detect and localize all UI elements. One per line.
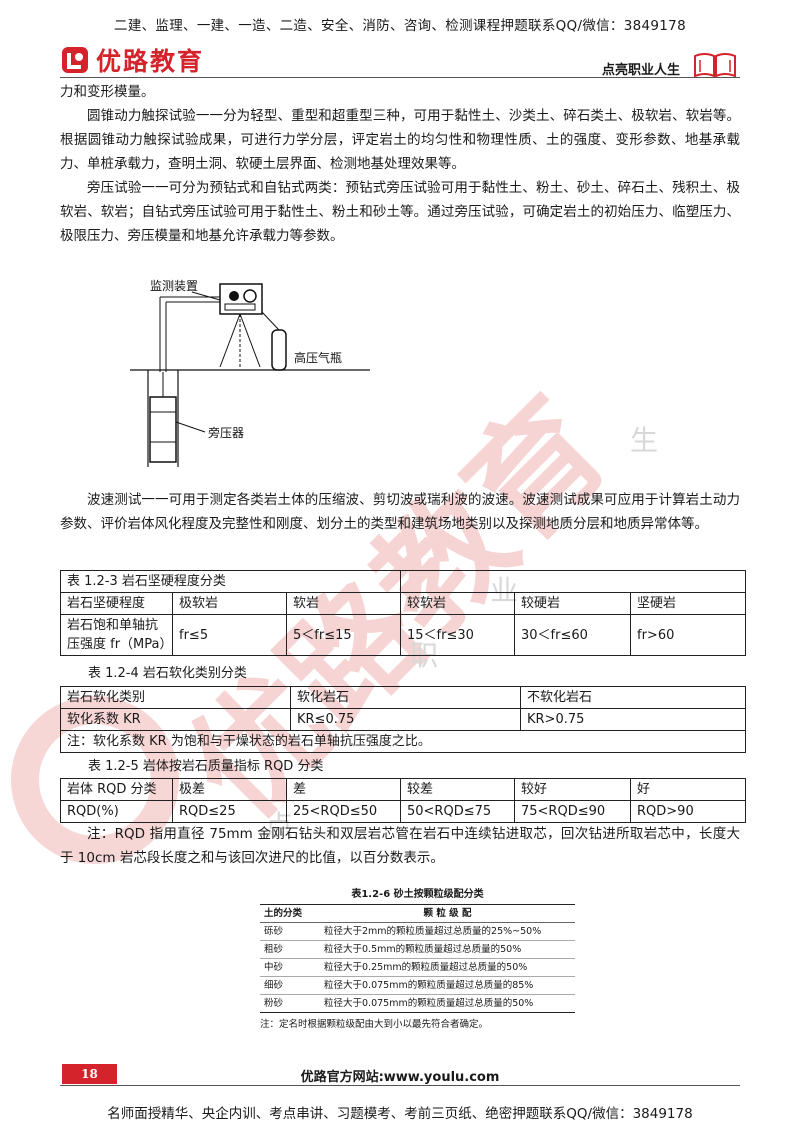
website-link[interactable]: 优路官方网站:www.youlu.com xyxy=(300,1070,500,1085)
table-cell: 细砂 xyxy=(260,976,320,995)
table-cell: 粒径大于0.075mm的颗粒质量超过总质量的50% xyxy=(320,994,575,1013)
table-cell: 不软化岩石 xyxy=(520,686,746,709)
table-cell: 砾砂 xyxy=(260,922,320,941)
table-cell: 好 xyxy=(630,778,746,801)
table-cell: RQD(%) xyxy=(60,800,173,823)
table-cell: 岩石软化类别 xyxy=(60,686,291,709)
table-cell: 软岩 xyxy=(286,592,401,615)
rock-hardness-table: 表 1.2-3 岩石坚硬程度分类 岩石坚硬程度 极软岩 软岩 较软岩 较硬岩 坚… xyxy=(60,570,746,656)
paragraph: 波速测试一一可用于测定各类岩土体的压缩波、剪切波或瑞利波的波速。波速测试成果可应… xyxy=(60,492,740,532)
table-cell: 30＜fr≤60 xyxy=(514,614,631,656)
page-number: 18 xyxy=(62,1064,117,1084)
rqd-table: 岩体 RQD 分类 极差 差 较差 较好 好 RQD(%) RQD≤25 25<… xyxy=(60,778,746,823)
table-cell: 较硬岩 xyxy=(514,592,631,615)
rqd-note: 注：RQD 指用直径 75mm 金刚石钻头和双层岩芯管在岩石中连续钻进取芯，回次… xyxy=(60,822,740,870)
table-header: 颗 粒 级 配 xyxy=(320,904,575,923)
table-cell: 软化系数 KR xyxy=(60,708,291,731)
footer-divider xyxy=(60,1085,740,1086)
table-cell: RQD≤25 xyxy=(172,800,287,823)
top-banner: 二建、监理、一建、一造、二造、安全、消防、咨询、检测课程押题联系QQ/微信：38… xyxy=(114,18,686,34)
table-cell: 较软岩 xyxy=(400,592,515,615)
logo: 优路教育 xyxy=(60,42,204,78)
table-caption: 表 1.2-4 岩石软化类别分类 xyxy=(88,666,247,681)
table-cell: 软化岩石 xyxy=(290,686,521,709)
table-cell: 中砂 xyxy=(260,958,320,977)
table-cell: 15＜fr≤30 xyxy=(400,614,515,656)
table-cell: 粉砂 xyxy=(260,994,320,1013)
probe xyxy=(149,396,177,463)
table-caption: 表1.2-6 砂土按颗粒级配分类 xyxy=(351,889,484,900)
table-cell: 75<RQD≤90 xyxy=(514,800,631,823)
bottom-banner: 名师面授精华、央企内训、考点串讲、习题模考、考前三页纸、绝密押题联系QQ/微信：… xyxy=(107,1106,693,1122)
paragraph: 注：RQD 指用直径 75mm 金刚石钻头和双层岩芯管在岩石中连续钻进取芯，回次… xyxy=(60,826,740,866)
table-cell: 较好 xyxy=(514,778,631,801)
table-title-empty xyxy=(400,570,746,593)
table-cell: 岩石饱和单轴抗压强度 fr（MPa） xyxy=(60,614,173,656)
page-header: 优路教育 点亮职业人生 xyxy=(60,40,740,80)
table-cell: KR≤0.75 xyxy=(290,708,521,731)
table-cell: 岩石坚硬程度 xyxy=(60,592,173,615)
table-cell: fr≤5 xyxy=(172,614,287,656)
table-note: 注：软化系数 KR 为饱和与干燥状态的岩石单轴抗压强度之比。 xyxy=(60,730,746,753)
table-cell: 粗砂 xyxy=(260,940,320,959)
table-cell: 25<RQD≤50 xyxy=(286,800,401,823)
paragraph: 力和变形模量。 xyxy=(60,84,155,100)
rock-softening-table: 岩石软化类别 软化岩石 不软化岩石 软化系数 KR KR≤0.75 KR>0.7… xyxy=(60,686,746,753)
table-cell: 极差 xyxy=(172,778,287,801)
figure-label-gas: 高压气瓶 xyxy=(294,350,342,365)
table-cell: 坚硬岩 xyxy=(630,592,746,615)
figure-label-probe: 旁压器 xyxy=(208,425,244,440)
table-cell: 5＜fr≤15 xyxy=(286,614,401,656)
table-cell: KR>0.75 xyxy=(520,708,746,731)
table-cell: 较差 xyxy=(400,778,515,801)
slogan: 点亮职业人生 xyxy=(601,63,680,78)
body-text: 力和变形模量。 圆锥动力触探试验一一分为轻型、重型和超重型三种，可用于黏性土、沙… xyxy=(60,80,740,248)
table-cell: 极软岩 xyxy=(172,592,287,615)
header-divider xyxy=(60,77,740,78)
sand-grading-table: 表1.2-6 砂土按颗粒级配分类 土的分类 颗 粒 级 配 砾砂 粒径大于2mm… xyxy=(260,885,575,1030)
book-icon xyxy=(694,53,736,78)
table-cell: 粒径大于0.25mm的颗粒质量超过总质量的50% xyxy=(320,958,575,977)
table-title: 表 1.2-3 岩石坚硬程度分类 xyxy=(60,570,401,593)
paragraph: 旁压试验一一可分为预钻式和自钻式两类：预钻式旁压试验可用于黏性土、粉土、砂土、碎… xyxy=(60,180,740,244)
logo-text: 优路教育 xyxy=(96,47,205,76)
table-cell: RQD>90 xyxy=(630,800,746,823)
table-cell: 50<RQD≤75 xyxy=(400,800,515,823)
table-cell: 粒径大于0.075mm的颗粒质量超过总质量的85% xyxy=(320,976,575,995)
table-header: 土的分类 xyxy=(260,904,320,923)
table-caption: 表 1.2-5 岩体按岩石质量指标 RQD 分类 xyxy=(88,759,324,774)
gas-bottle xyxy=(271,329,287,371)
table-note: 注：定名时根据颗粒级配由大到小以最先符合者确定。 xyxy=(260,1019,489,1030)
paragraph: 圆锥动力触探试验一一分为轻型、重型和超重型三种，可用于黏性土、沙类土、碎石类土、… xyxy=(60,108,740,172)
table-cell: 粒径大于2mm的颗粒质量超过总质量的25%~50% xyxy=(320,922,575,941)
table-cell: 粒径大于0.5mm的颗粒质量超过总质量的50% xyxy=(320,940,575,959)
table-cell: 差 xyxy=(286,778,401,801)
watermark-char-3: 生 xyxy=(630,424,658,457)
logo-icon xyxy=(62,47,88,73)
body-text-2: 波速测试一一可用于测定各类岩土体的压缩波、剪切波或瑞利波的波速。波速测试成果可应… xyxy=(60,488,740,536)
table-cell: 岩体 RQD 分类 xyxy=(60,778,173,801)
pressuremeter-figure: 监测装置 高压气瓶 旁压器 xyxy=(130,279,370,467)
table-cell: fr>60 xyxy=(630,614,746,656)
figure-label-monitor: 监测装置 xyxy=(150,279,198,293)
